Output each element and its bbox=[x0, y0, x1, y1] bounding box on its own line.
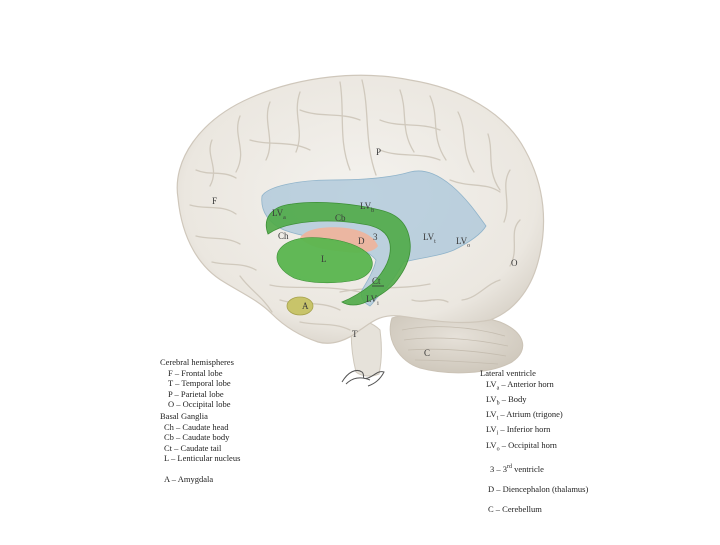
label-lv-b: LVb bbox=[360, 201, 375, 214]
legend-left: Cerebral hemispheres F – Frontal lobe T … bbox=[160, 357, 240, 485]
legend-item: A – Amygdala bbox=[164, 473, 214, 484]
legend-item: LVt – Atrium (trigone) bbox=[486, 409, 563, 422]
brain-stem-shape bbox=[350, 317, 382, 377]
label-lv-i: LVi bbox=[366, 294, 379, 307]
amygdala-shape bbox=[286, 296, 314, 316]
label-3: 3 bbox=[373, 232, 378, 242]
label-f: F bbox=[212, 196, 218, 206]
label-cb: Cb bbox=[335, 213, 346, 223]
label-t: T bbox=[352, 329, 358, 339]
label-c: C bbox=[424, 348, 431, 358]
legend-hemispheres-title: Cerebral hemispheres bbox=[160, 357, 234, 367]
label-ch: Ch bbox=[278, 231, 289, 241]
label-lv-o: LVo bbox=[456, 236, 471, 249]
legend-item: L – Lenticular nucleus bbox=[164, 453, 241, 464]
legend-item: Cb – Caudate body bbox=[164, 432, 230, 443]
legend-item: T – Temporal lobe bbox=[168, 378, 231, 389]
legend-right: Lateral ventricle LVa – Anterior horn LV… bbox=[480, 368, 588, 515]
legend-item: LVi – Inferior horn bbox=[486, 424, 551, 438]
artist-signature bbox=[341, 369, 385, 387]
label-l: L bbox=[321, 254, 327, 264]
label-lv-a: LVa bbox=[272, 208, 286, 221]
label-a: A bbox=[302, 301, 309, 311]
legend-ganglia-title: Basal Ganglia bbox=[160, 410, 208, 421]
lenticular-nucleus-shape bbox=[276, 237, 373, 284]
label-o: O bbox=[511, 258, 518, 268]
legend-ventricle-title: Lateral ventricle bbox=[480, 368, 536, 378]
label-d: D bbox=[358, 236, 365, 246]
legend-item: P – Parietal lobe bbox=[168, 388, 224, 399]
caudate-nucleus-shape bbox=[266, 201, 411, 306]
legend-item: C – Cerebellum bbox=[488, 504, 542, 515]
gyri-lines bbox=[189, 79, 521, 331]
legend-item: LVa – Anterior horn bbox=[486, 378, 554, 392]
legend-item: O – Occipital lobe bbox=[168, 399, 231, 410]
legend-item: 3 – 3rd ventricle bbox=[490, 464, 544, 474]
legend-item: LVb – Body bbox=[486, 393, 527, 407]
label-lv-t: LVt bbox=[423, 232, 436, 245]
cerebellum-folia bbox=[401, 326, 509, 365]
label-ct: Ct bbox=[372, 276, 381, 286]
legend-item: D – Diencephalon (thalamus) bbox=[488, 483, 589, 494]
legend-item: LVo – Occipital horn bbox=[486, 439, 557, 453]
legend-item: F – Frontal lobe bbox=[168, 367, 223, 378]
legend-item: Ch – Caudate head bbox=[164, 421, 229, 432]
label-p: P bbox=[376, 147, 382, 157]
legend-item: Ct – Caudate tail bbox=[164, 442, 222, 453]
